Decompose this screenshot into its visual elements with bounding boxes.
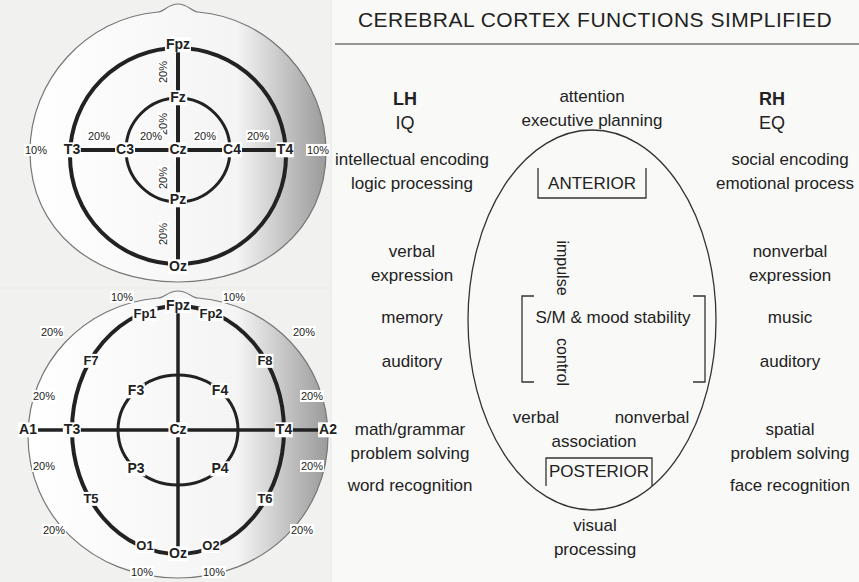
electrode-label: C3 (115, 142, 135, 157)
electrode-label: Cz (168, 422, 187, 437)
electrode-label: Oz (168, 259, 188, 274)
bracket (546, 458, 652, 486)
electrode-label: O1 (135, 539, 154, 553)
function-label: processing (554, 541, 636, 560)
panel-ground (332, 0, 859, 582)
hemisphere-label: RH (759, 90, 785, 110)
percent-label: 20% (157, 166, 169, 190)
electrode-label: Fp1 (132, 307, 157, 321)
electrode-circle (70, 48, 286, 264)
electrode-label: P4 (210, 461, 229, 476)
function-label: logic processing (351, 175, 473, 194)
function-label: EQ (759, 114, 785, 134)
electrode-label: T3 (63, 142, 81, 157)
title-rule (335, 43, 859, 44)
electrode-label: Fpz (165, 298, 191, 313)
panel-ground (0, 289, 330, 582)
bracket (522, 296, 534, 382)
electrode-label: F4 (211, 383, 229, 398)
function-label: verbal (389, 243, 435, 262)
percent-label: 20% (32, 460, 56, 472)
function-label: math/grammar (355, 421, 466, 440)
percent-label: 20% (300, 460, 324, 472)
electrode-label: A2 (318, 422, 338, 437)
electrode-label: C4 (222, 142, 242, 157)
function-label: intellectual encoding (335, 151, 489, 170)
function-label: executive planning (522, 112, 663, 131)
electrode-label: Fpz (165, 37, 191, 52)
function-label: problem solving (730, 445, 849, 464)
percent-label: 20% (40, 326, 64, 338)
head-outline (28, 291, 328, 578)
electrode-label: F7 (82, 354, 99, 368)
function-label: emotional process (716, 175, 854, 194)
percent-label: 20% (42, 524, 66, 536)
electrode-label: T4 (275, 422, 293, 437)
function-label: impulse (553, 240, 571, 295)
percent-label: 20% (157, 222, 169, 246)
hemisphere-label: LH (393, 90, 417, 110)
function-label: auditory (382, 353, 442, 372)
percent-label: 10% (306, 144, 330, 156)
panel-ground (0, 0, 330, 287)
function-label: ANTERIOR (548, 175, 636, 194)
percent-label: 10% (222, 291, 246, 303)
percent-label: 20% (193, 130, 217, 142)
function-label: expression (749, 267, 831, 286)
percent-label: 20% (246, 130, 270, 142)
function-label: S/M & mood stability (536, 309, 691, 328)
brain-oval (468, 130, 716, 510)
bracket (693, 296, 705, 382)
function-label: nonverbal (753, 243, 828, 262)
percent-label: 10% (24, 144, 48, 156)
percent-label: 10% (110, 291, 134, 303)
electrode-label: T6 (256, 492, 273, 506)
percent-label: 20% (87, 130, 111, 142)
electrode-label: Cz (168, 142, 187, 157)
function-label: social encoding (731, 151, 848, 170)
electrode-label: Fp2 (198, 307, 223, 321)
function-label: problem solving (350, 445, 469, 464)
function-label: IQ (395, 114, 414, 134)
function-label: music (768, 309, 812, 328)
electrode-label: T5 (82, 492, 99, 506)
electrode-label: Fz (169, 90, 187, 105)
function-label: visual (573, 517, 616, 536)
percent-label: 20% (290, 524, 314, 536)
function-label: POSTERIOR (549, 463, 649, 482)
function-label: expression (371, 267, 453, 286)
electrode-label: P3 (126, 461, 145, 476)
function-label: face recognition (730, 477, 850, 496)
function-label: nonverbal (615, 409, 690, 428)
function-label: association (551, 433, 636, 452)
percent-label: 10% (130, 566, 154, 578)
percent-label: 20% (139, 130, 163, 142)
electrode-label: Pz (169, 192, 187, 207)
percent-label: 20% (157, 60, 169, 84)
electrode-label: T3 (63, 422, 81, 437)
function-label: word recognition (348, 477, 473, 496)
function-label: auditory (760, 353, 820, 372)
percent-label: 10% (202, 566, 226, 578)
function-label: control (553, 338, 571, 386)
title: CEREBRAL CORTEX FUNCTIONS SIMPLIFIED (335, 8, 855, 32)
electrode-label: A1 (18, 422, 38, 437)
percent-label: 20% (292, 326, 316, 338)
electrode-label: F3 (127, 383, 145, 398)
function-label: spatial (765, 421, 814, 440)
head-outline (30, 4, 326, 282)
electrode-label: Oz (168, 546, 188, 561)
electrode-label: O2 (201, 539, 220, 553)
function-label: verbal (513, 409, 559, 428)
percent-label: 20% (300, 390, 324, 402)
electrode-label: T4 (276, 142, 294, 157)
function-label: attention (559, 88, 624, 107)
function-label: memory (381, 309, 442, 328)
percent-label: 20% (32, 390, 56, 402)
electrode-label: F8 (256, 354, 273, 368)
bracket (538, 168, 646, 198)
